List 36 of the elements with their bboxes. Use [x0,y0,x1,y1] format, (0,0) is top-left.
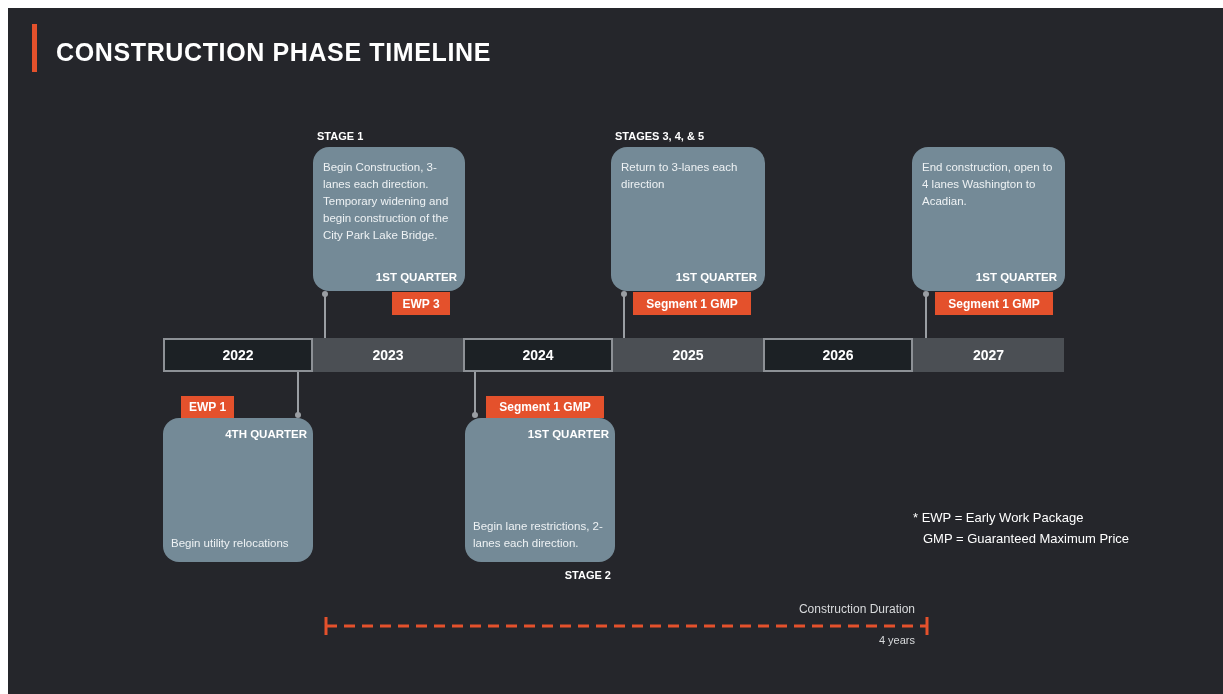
year-cell: 2026 [763,338,913,372]
quarter-label: 1ST QUARTER [675,269,757,285]
abbreviation-note: GMP = Guaranteed Maximum Price [923,530,1130,548]
connector-line [621,291,627,339]
milestone-description: End construction, open to 4 lanes Washington to Acadian. [922,160,1054,209]
connector-line [322,291,328,339]
year-cell: 2023 [313,338,463,372]
duration-value: 4 years [878,633,915,648]
package-tag: Segment 1 GMP [633,292,751,315]
stage-heading: STAGE 2 [564,567,611,583]
quarter-label: 1ST QUARTER [975,269,1057,285]
quarter-label: 4TH QUARTER [225,427,307,442]
milestone-description: Begin utility relocations [171,536,290,551]
package-tag: EWP 3 [392,292,450,315]
year-cell: 2024 [463,338,613,372]
package-tag: Segment 1 GMP [486,396,604,418]
milestone-description: Begin lane restrictions, 2-lanes each direction. [473,519,604,551]
abbreviation-note: * EWP = Early Work Package [913,509,1084,527]
milestone-card [912,147,1065,291]
connector-line [472,371,478,418]
milestone-description: Begin Construction, 3-lanes each direction. Temporary widening and begin construction of the City Park Lake Bridge. [323,160,450,243]
year-cell: 2025 [613,338,763,372]
package-tag: EWP 1 [181,396,234,418]
year-cell: 2027 [913,338,1064,372]
quarter-label: 1ST QUARTER [527,427,609,442]
connector-line [923,291,929,339]
stage-heading: STAGE 1 [317,129,364,144]
title: CONSTRUCTION PHASE TIMELINE [56,37,491,68]
year-cell: 2022 [163,338,313,372]
quarter-label: 1ST QUARTER [375,269,457,285]
connector-line [295,371,301,418]
milestone-description: Return to 3-lanes each direction [621,160,739,192]
duration-label: Construction Duration [798,601,915,618]
package-tag: Segment 1 GMP [935,292,1053,315]
stage-heading: STAGES 3, 4, & 5 [615,129,705,144]
milestone-card [163,418,313,562]
